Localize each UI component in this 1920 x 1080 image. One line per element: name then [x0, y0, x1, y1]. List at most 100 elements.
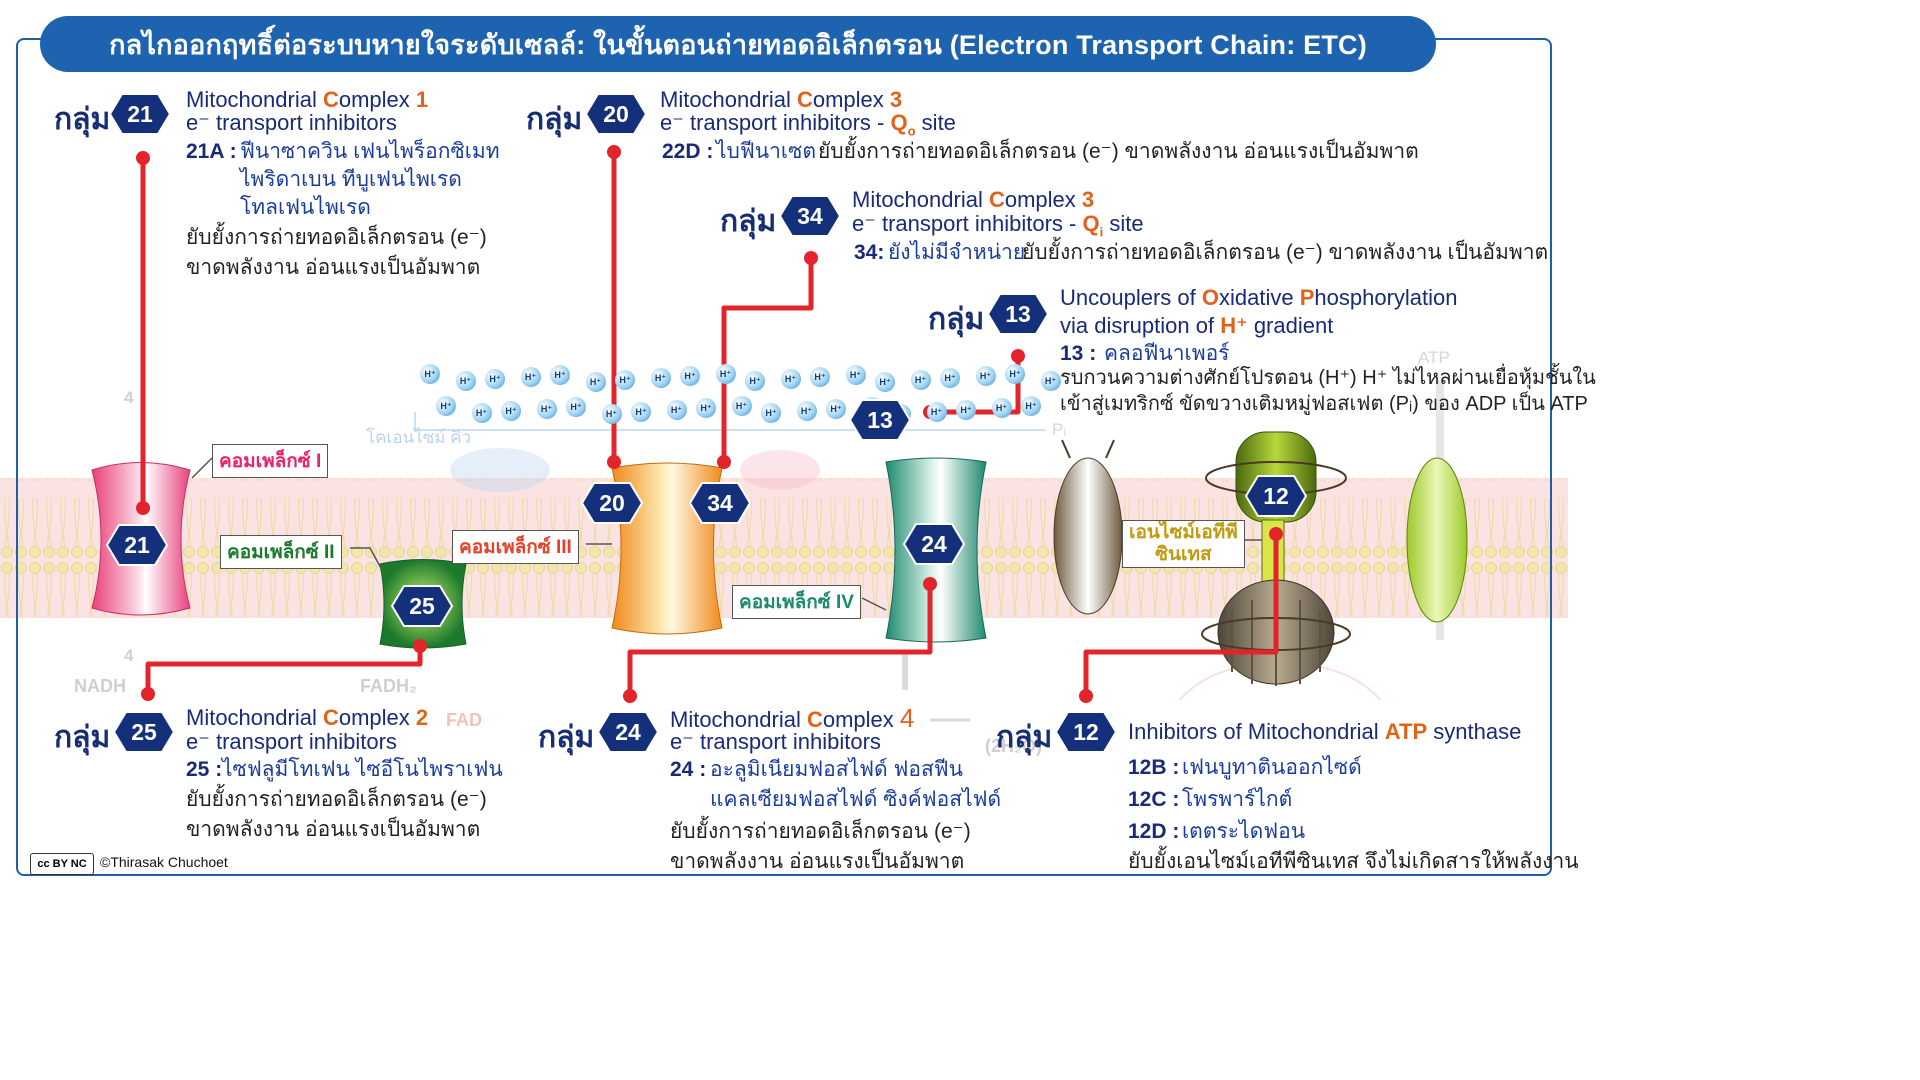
- group-25-code: 25 :: [186, 758, 223, 781]
- connector-dot: [804, 251, 818, 265]
- connector-dot: [136, 501, 150, 515]
- proton-bubble: H⁺: [485, 369, 505, 389]
- group-24-effect-1: ยับยั้งการถ่ายทอดอิเล็กตรอน (e⁻): [670, 820, 971, 843]
- group-24-word: กลุ่ม: [538, 721, 595, 754]
- proton-bubble: H⁺: [631, 402, 651, 422]
- proton-bubble: H⁺: [1040, 371, 1061, 391]
- proton-bubble: H⁺: [956, 400, 976, 420]
- four-label: 4: [124, 388, 134, 407]
- marker-34: 34: [688, 481, 752, 525]
- four-label: 4: [124, 646, 134, 665]
- group-21-effect-1: ยับยั้งการถ่ายทอดอิเล็กตรอน (e⁻): [186, 226, 487, 249]
- proton-bubble: H⁺: [615, 370, 635, 390]
- group-34-title: Mitochondrial Complex 3: [852, 187, 1095, 212]
- proton-bubble: H⁺: [845, 365, 866, 385]
- complex-2-label: คอมเพล็กซ์ II: [220, 535, 342, 569]
- proton-bubble: H⁺: [745, 371, 765, 391]
- group-12-effect: ยับยั้งเอนไซม์เอทีพีซินเทส จึงไม่เกิดสาร…: [1128, 850, 1579, 873]
- creative-commons-badge: cc BY NC: [30, 853, 94, 875]
- group-34-code: 34:: [854, 241, 885, 264]
- group-12-chem-c: โพรพาร์ไกต์: [1182, 788, 1293, 811]
- connector-24: [627, 584, 933, 696]
- group-34-badge: 34: [778, 194, 842, 238]
- group-20-title: Mitochondrial Complex 3: [660, 87, 903, 112]
- group-34-subtitle: e⁻ transport inhibitors - Qi site: [852, 211, 1144, 240]
- group-12-badge: 12: [1054, 710, 1118, 754]
- group-24-chem-2: แคลเซียมฟอสไฟด์ ซิงค์ฟอสไฟด์: [710, 788, 1002, 811]
- group-20-code: 22D :: [662, 140, 714, 163]
- group-34-word: กลุ่ม: [720, 205, 777, 238]
- group-13-subtitle: via disruption of H⁺ gradient: [1060, 313, 1334, 338]
- group-21-code: 21A :: [186, 140, 237, 163]
- proton-bubble: H⁺: [761, 403, 781, 423]
- group-21-effect-2: ขาดพลังงาน อ่อนแรงเป็นอัมพาต: [186, 256, 481, 279]
- pi-label: Pᵢ: [1052, 420, 1067, 439]
- proton-bubble: H⁺: [1005, 364, 1025, 384]
- group-25-title: Mitochondrial Complex 2: [186, 705, 429, 730]
- group-24-code: 24 :: [670, 758, 707, 781]
- author-credit: ©Thirasak Chuchoet: [100, 854, 228, 870]
- proton-bubble: H⁺: [940, 368, 960, 388]
- group-12-word: กลุ่ม: [996, 721, 1053, 754]
- group-25-effect-1: ยับยั้งการถ่ายทอดอิเล็กตรอน (e⁻): [186, 788, 487, 811]
- group-12-code-c: 12C :: [1128, 788, 1180, 811]
- marker-12: 12: [1244, 474, 1308, 518]
- proton-bubble: H⁺: [601, 404, 622, 424]
- proton-bubble: H⁺: [810, 367, 830, 387]
- group-13-chem: คลอฟีนาเพอร์: [1104, 342, 1230, 365]
- proton-bubble: H⁺: [536, 399, 557, 419]
- complex-3-label: คอมเพล็กซ์ III: [452, 530, 579, 564]
- group-20-word: กลุ่ม: [526, 103, 583, 136]
- proton-bubble: H⁺: [585, 372, 606, 392]
- proton-bubble: H⁺: [926, 402, 947, 422]
- group-21-subtitle: e⁻ transport inhibitors: [186, 110, 397, 135]
- group-34-chem: ยังไม่มีจำหน่าย: [888, 241, 1026, 264]
- proton-bubble: H⁺: [875, 372, 895, 392]
- marker-13: 13: [848, 398, 912, 442]
- complex-4-label: คอมเพล็กซ์ IV: [732, 585, 861, 619]
- proton-bubble: H⁺: [436, 396, 456, 416]
- etc-diagram: [0, 145, 1568, 722]
- group-13-title: Uncouplers of Oxidative Phosphorylation: [1060, 285, 1458, 310]
- marker-21: 21: [105, 523, 169, 567]
- complex-1-label: คอมเพล็กซ์ I: [212, 444, 329, 478]
- connector-12: [1083, 534, 1279, 696]
- group-24-badge: 24: [596, 710, 660, 754]
- group-24-effect-2: ขาดพลังงาน อ่อนแรงเป็นอัมพาต: [670, 850, 965, 873]
- connector-dot: [136, 151, 150, 165]
- group-25-effect-2: ขาดพลังงาน อ่อนแรงเป็นอัมพาต: [186, 818, 481, 841]
- marker-20: 20: [580, 481, 644, 525]
- proton-bubble: H⁺: [650, 368, 671, 388]
- marker-25: 25: [390, 584, 454, 628]
- proton-bubble: H⁺: [566, 397, 586, 417]
- connector-dot: [141, 687, 155, 701]
- group-21-chem-1: ฟีนาซาควิน เฟนไพร็อกซิเมท: [240, 140, 500, 163]
- atp-faint-label: ATP: [1418, 348, 1450, 367]
- group-12-code-b: 12B :: [1128, 756, 1180, 779]
- group-21-word: กลุ่ม: [54, 103, 111, 136]
- h2o-label: (2H₂O): [985, 736, 1042, 756]
- proton-bubble: H⁺: [696, 398, 716, 418]
- group-21-chem-2: ไพริดาเบน ทีบูเฟนไพเรด: [240, 168, 462, 191]
- marker-24: 24: [902, 522, 966, 566]
- group-12-code-d: 12D :: [1128, 820, 1180, 843]
- group-20-subtitle: e⁻ transport inhibitors - Qo site: [660, 110, 956, 139]
- group-21-chem-3: โทลเฟนไพเรด: [240, 196, 371, 219]
- proton-bubble: H⁺: [680, 366, 700, 386]
- atp-transporter-shape: [1406, 457, 1468, 623]
- connector-dot: [623, 689, 637, 703]
- group-20-badge: 20: [584, 92, 648, 136]
- proton-bubble: H⁺: [731, 396, 752, 416]
- group-12-chem-b: เฟนบูทาตินออกไซด์: [1182, 756, 1362, 779]
- proton-bubble: H⁺: [975, 366, 996, 386]
- group-13-effect-2: เข้าสู่เมทริกซ์ ขัดขวางเติมหมู่ฟอสเฟต (P…: [1060, 393, 1588, 415]
- proton-bubble: H⁺: [715, 364, 736, 384]
- group-25-word: กลุ่ม: [54, 721, 111, 754]
- group-25-subtitle: e⁻ transport inhibitors: [186, 729, 397, 754]
- connector-dot: [717, 455, 731, 469]
- proton-bubble: H⁺: [910, 370, 931, 390]
- coenzyme-q-label: โคเอนไซม์ คิว: [366, 428, 472, 447]
- group-21-badge: 21: [108, 92, 172, 136]
- page-title: กลไกออกฤทธิ์ต่อระบบหายใจระดับเซลล์: ในขั…: [40, 16, 1436, 72]
- proton-bubble: H⁺: [501, 401, 521, 421]
